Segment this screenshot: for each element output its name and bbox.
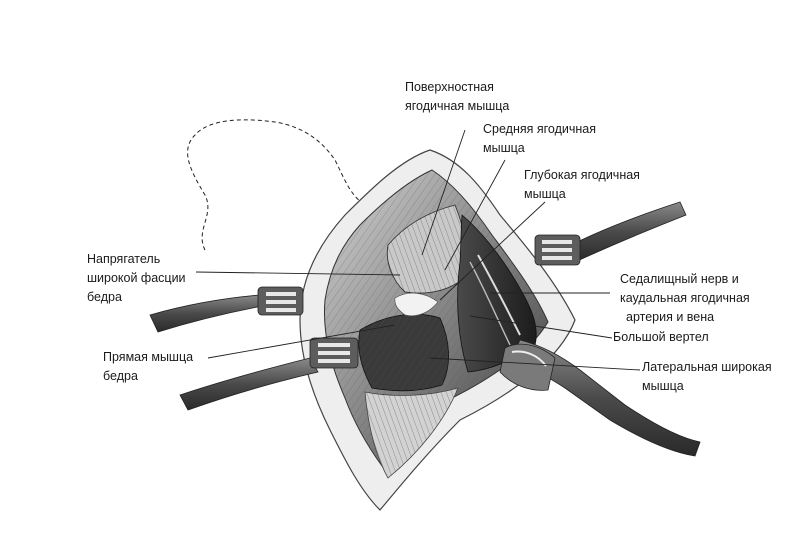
retractor-lower-right — [499, 339, 701, 457]
retractor-upper-right — [534, 201, 687, 266]
pelvis-outline-dashed — [187, 119, 406, 251]
label-greater-trochanter: Большой вертел — [613, 330, 709, 344]
fascia-highlight — [394, 292, 439, 317]
label-middle-gluteal: Средняя ягодичная мышца — [483, 122, 597, 155]
retractor-upper-left — [149, 286, 304, 333]
label-vastus-lateralis: Латеральная широкая мышца — [642, 360, 772, 393]
label-deep-gluteal: Глубокая ягодичная мышца — [524, 168, 640, 201]
retractor-lower-left — [179, 337, 359, 411]
label-sciatic-nerve: Седалищный нерв и каудальная ягодичная а… — [620, 272, 750, 324]
label-superficial-gluteal: Поверхностная ягодичная мышца — [405, 80, 510, 113]
label-rectus-femoris: Прямая мышца бедра — [103, 350, 194, 383]
leader-lines — [195, 129, 641, 371]
label-tensor-fascia-latae: Напрягатель широкой фасции бедра — [87, 252, 186, 304]
